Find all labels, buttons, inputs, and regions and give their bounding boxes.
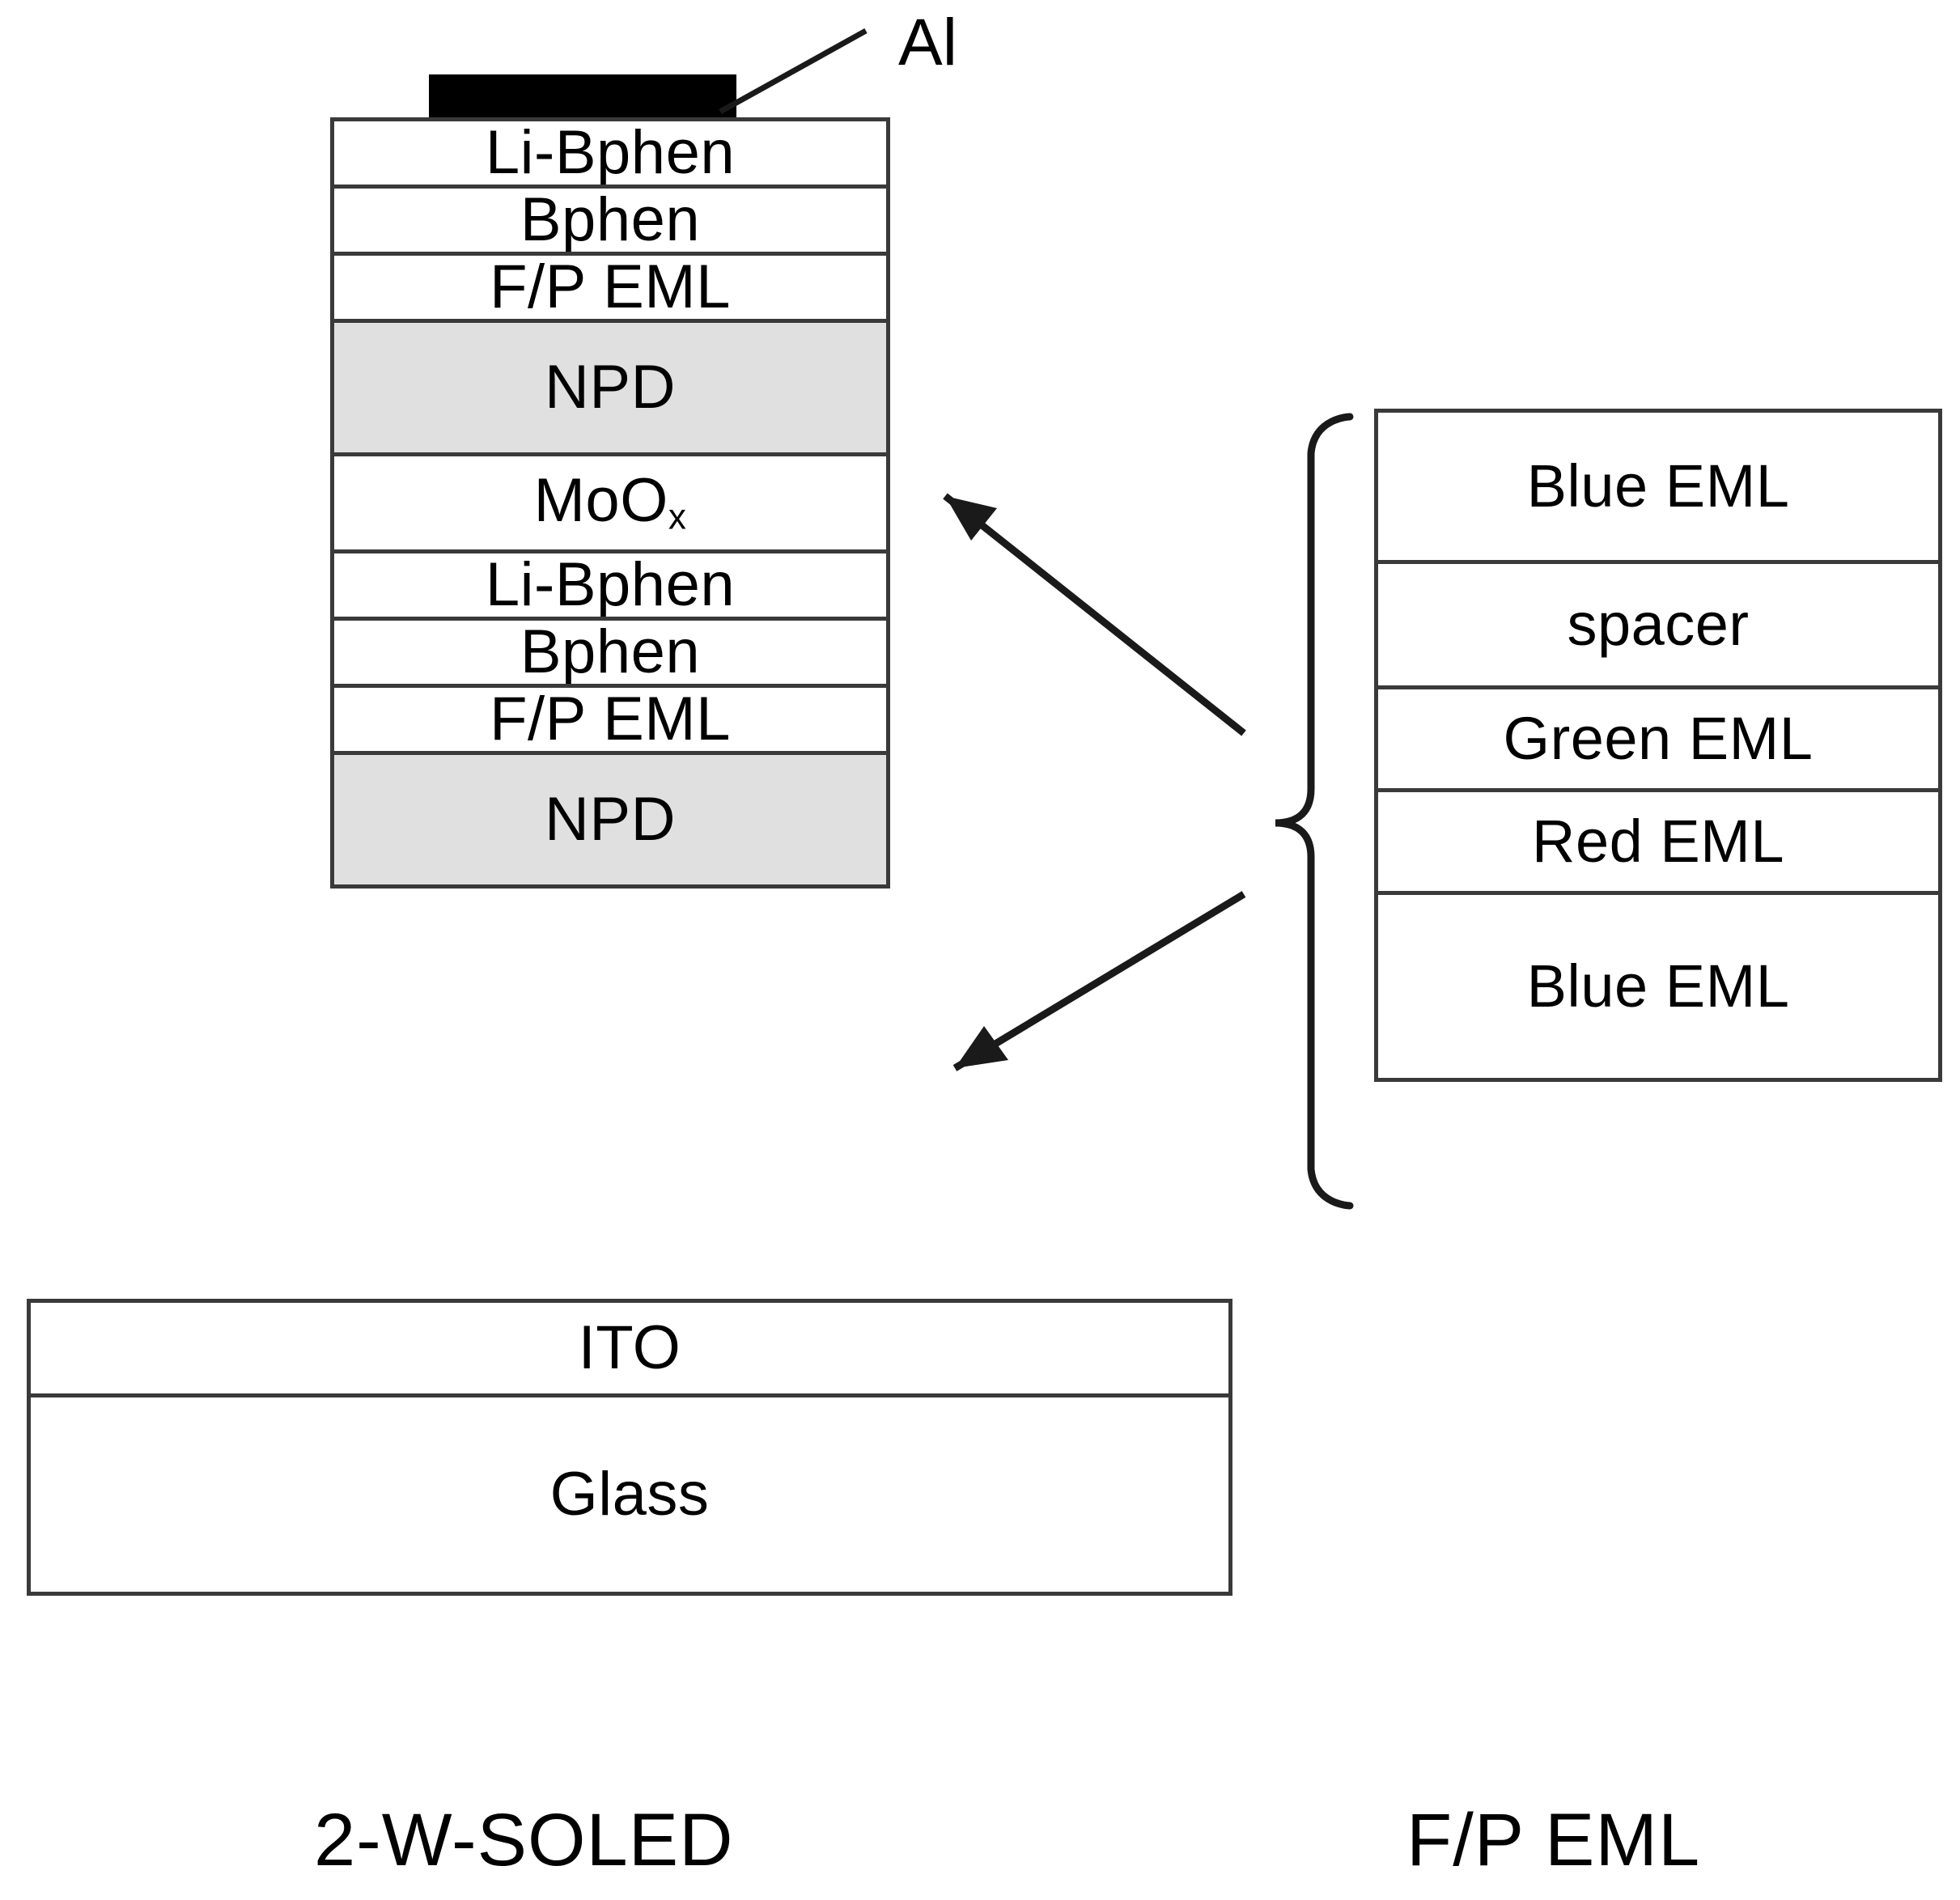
layer-ito: ITO: [27, 1299, 1232, 1397]
layer-label: F/P EML: [490, 685, 731, 753]
layer-label: Glass: [549, 1460, 710, 1529]
al-label: Al: [898, 6, 957, 79]
arrow-to-upper-fp-eml: [943, 493, 1246, 736]
eml-layer-blue-bottom: Blue EML: [1374, 891, 1942, 1082]
layer-label: Bphen: [520, 185, 701, 254]
layer-label: Red EML: [1532, 808, 1784, 875]
layer-label: Green EML: [1503, 705, 1814, 772]
curly-brace-icon: [1275, 413, 1354, 1210]
moox-subscript: x: [668, 497, 687, 537]
layer-label: ITO: [578, 1313, 681, 1382]
layer-bphen-bottom: Bphen: [330, 617, 890, 688]
caption-eml-detail: F/P EML: [1406, 1799, 1701, 1881]
layer-label: F/P EML: [490, 252, 731, 321]
layer-label: Bphen: [520, 617, 701, 686]
layer-label: NPD: [545, 353, 676, 422]
layer-label: NPD: [545, 785, 676, 854]
al-leader-line: [719, 28, 868, 115]
layer-npd-bottom: NPD: [330, 751, 890, 889]
layer-moox: MoOx: [330, 452, 890, 553]
layer-label: Blue EML: [1526, 452, 1790, 520]
layer-bphen-top: Bphen: [330, 184, 890, 256]
eml-layer-green: Green EML: [1374, 685, 1942, 792]
layer-fp-eml-top: F/P EML: [330, 252, 890, 323]
layer-label: spacer: [1567, 591, 1750, 658]
layer-label: Blue EML: [1526, 952, 1790, 1020]
layer-glass: Glass: [27, 1393, 1232, 1596]
layer-li-bphen-bottom: Li-Bphen: [330, 549, 890, 621]
layer-label: MoOx: [533, 466, 687, 537]
eml-layer-spacer: spacer: [1374, 560, 1942, 689]
eml-layer-blue-top: Blue EML: [1374, 409, 1942, 564]
layer-label: Li-Bphen: [485, 550, 736, 619]
caption-device: 2-W-SOLED: [314, 1799, 734, 1881]
layer-fp-eml-bottom: F/P EML: [330, 684, 890, 755]
layer-li-bphen-top: Li-Bphen: [330, 117, 890, 189]
layer-npd-top: NPD: [330, 319, 890, 456]
layer-label: Li-Bphen: [485, 118, 736, 187]
arrow-to-lower-fp-eml: [952, 891, 1246, 1071]
eml-layer-red: Red EML: [1374, 788, 1942, 895]
